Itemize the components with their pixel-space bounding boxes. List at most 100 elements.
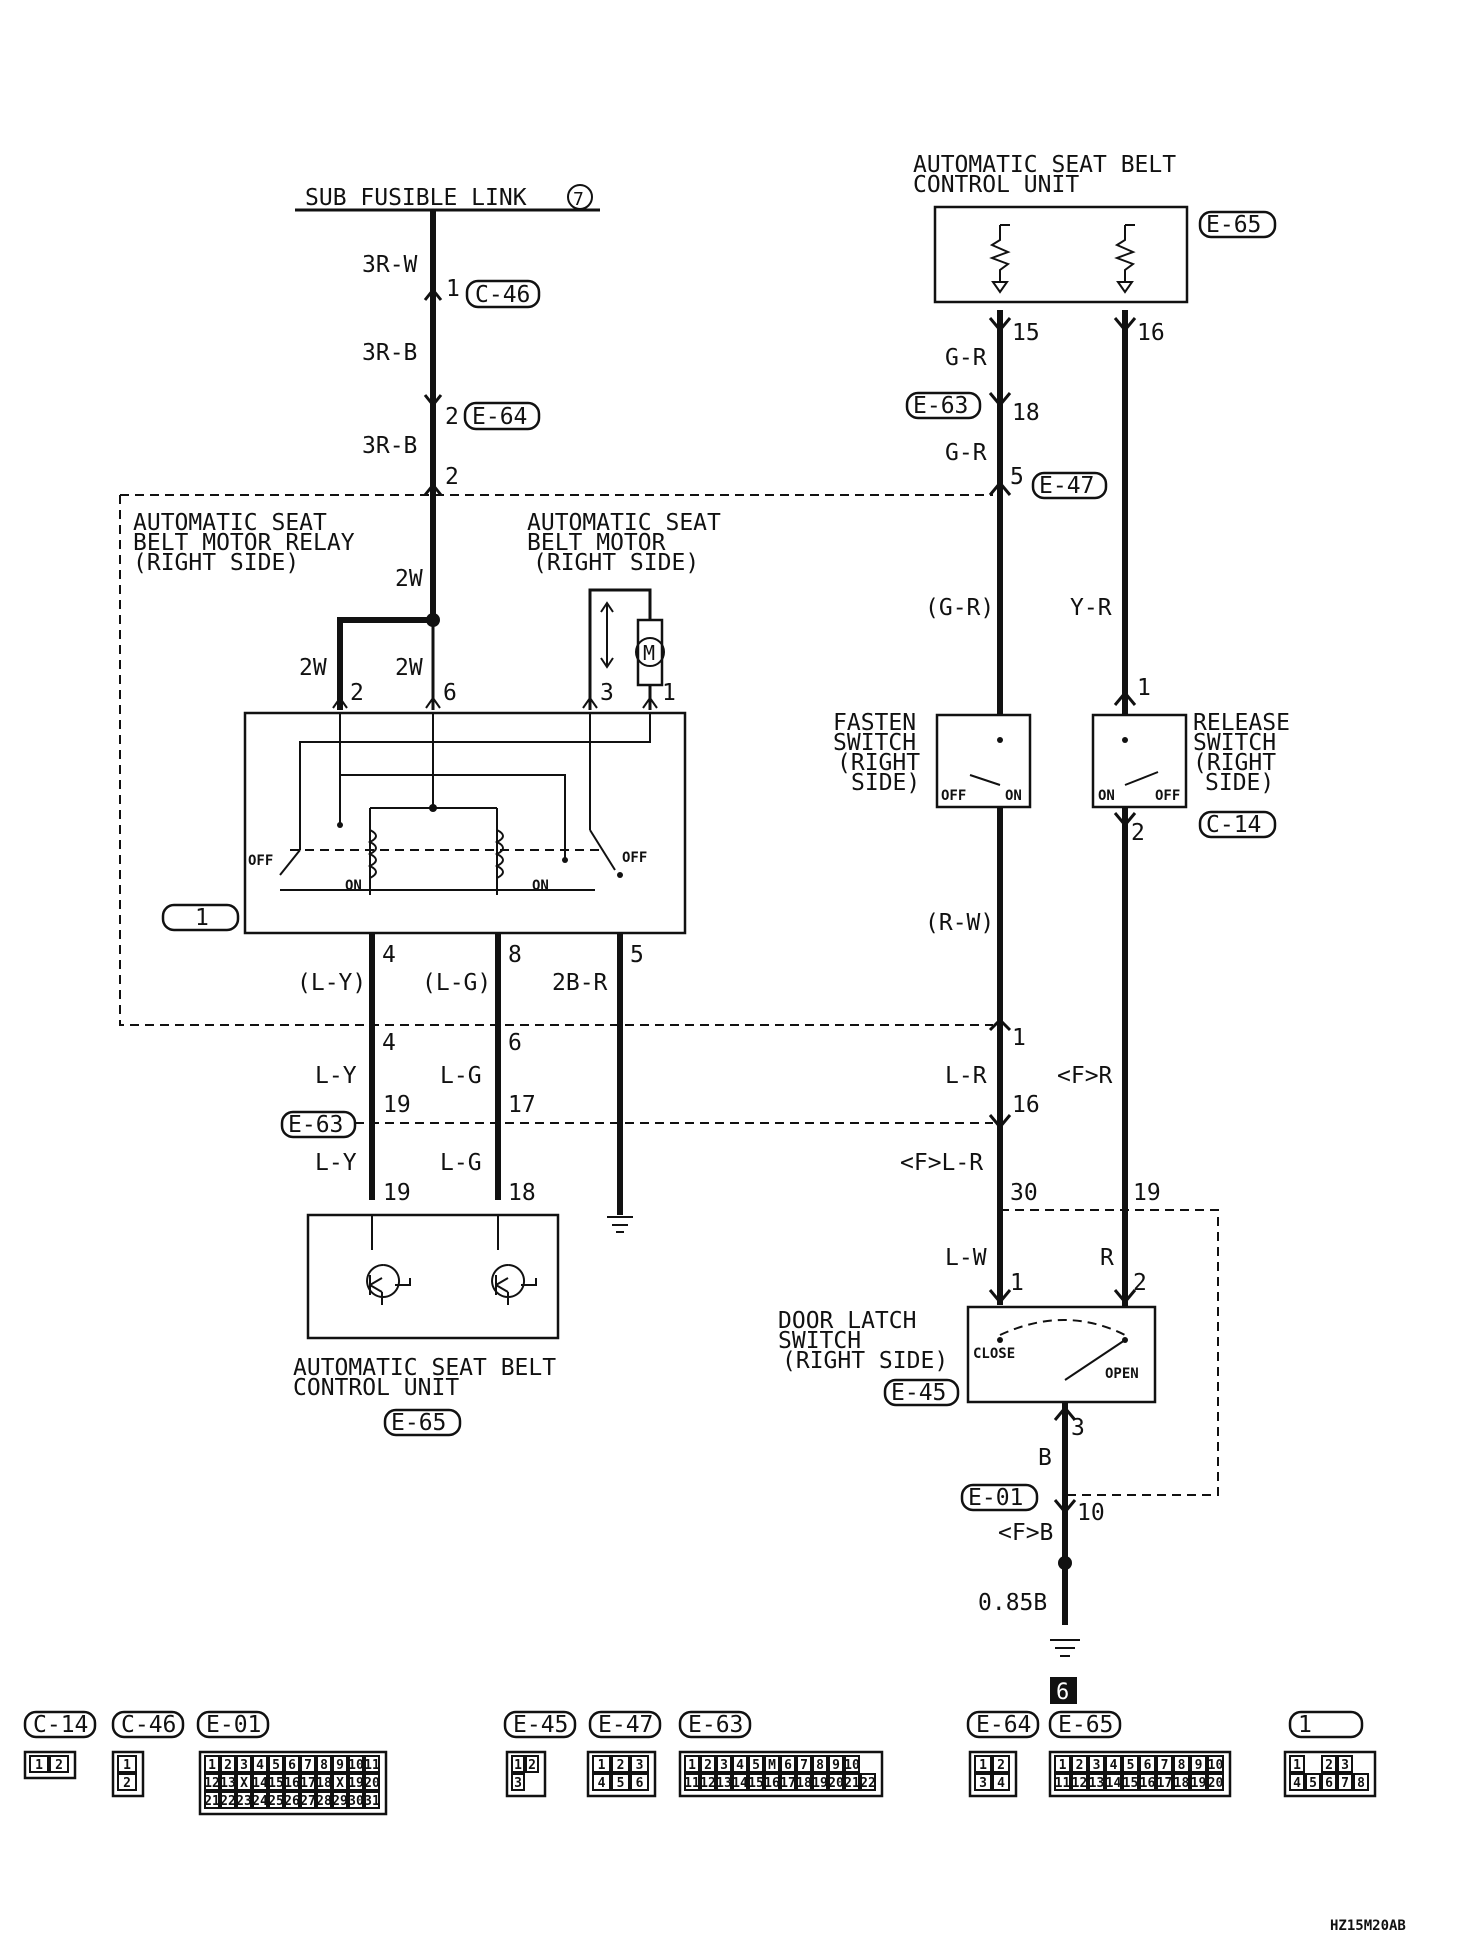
pin-label: 30 [1010, 1180, 1038, 1206]
legend-pin-number: 1 [598, 1758, 606, 1773]
branch-wire [337, 617, 433, 710]
release-off-label: OFF [1155, 788, 1180, 804]
pin-label: 2 [350, 680, 364, 706]
connector-tag-e65 [1198, 210, 1277, 239]
right-circuit: AUTOMATIC SEAT BELT CONTROL UNIT E-65 15… [778, 152, 1290, 1705]
legend-pin-number: 4 [598, 1776, 606, 1791]
legend-pin-cell [220, 1773, 236, 1791]
connector-arrow [1113, 1289, 1137, 1305]
door-latch-blade [1064, 1339, 1126, 1381]
wire-label-ly: (L-Y) [297, 970, 366, 996]
ground-symbol [607, 1216, 633, 1233]
legend-pin-number: 3 [720, 1758, 728, 1773]
legend-pin-number: 1 [35, 1758, 43, 1773]
transistor-left [366, 1215, 411, 1305]
legend-pin-cell [252, 1791, 268, 1809]
legend-pin-cell [511, 1755, 525, 1773]
legend-pin-number: 3 [1341, 1758, 1349, 1773]
legend-pin-cell [1289, 1755, 1305, 1773]
fasten-off-label: OFF [941, 788, 966, 804]
legend-pin-number: 18 [316, 1776, 332, 1791]
connector-arrow [988, 1289, 1012, 1305]
legend-pin-cell [348, 1755, 364, 1773]
connector-tag-label: C-14 [1206, 812, 1261, 838]
contact-dot [562, 857, 568, 863]
connector-tag-label: E-64 [472, 404, 527, 430]
legend-pin-number: 14 [1106, 1776, 1122, 1791]
connector-arrow [332, 696, 348, 709]
legend-tag [678, 1710, 752, 1739]
legend-pin-cell [796, 1773, 812, 1791]
legend-pin-number: 20 [828, 1776, 844, 1791]
legend-pin-number: 2 [1076, 1758, 1084, 1773]
pin-label: 19 [383, 1180, 411, 1206]
motor-symbol-circle [635, 637, 665, 667]
legend-pin-number: X [336, 1776, 344, 1791]
legend-pin-cell [284, 1791, 300, 1809]
legend-pin-cell [220, 1791, 236, 1809]
legend-pin-cell [117, 1755, 137, 1773]
release-switch-line2: SWITCH [1193, 730, 1276, 756]
legend-pin-number: 2 [123, 1776, 131, 1791]
legend-pin-cell [364, 1773, 380, 1791]
relay-off-label: OFF [622, 850, 647, 866]
connector-arrow [1053, 1499, 1077, 1515]
legend-pin-cell [1173, 1755, 1190, 1773]
release-switch-line4: SIDE) [1205, 770, 1274, 796]
legend-tag [23, 1710, 97, 1739]
legend-pin-number: 3 [514, 1776, 522, 1791]
pullup-resistor-right [1114, 224, 1136, 294]
legend-connector-face [198, 1750, 388, 1816]
legend-pin-cell [992, 1755, 1010, 1773]
door-latch-close-label: CLOSE [973, 1346, 1015, 1362]
legend-pin-cell [236, 1791, 252, 1809]
wire-label-lw: L-W [945, 1245, 987, 1271]
legend-pin-cell [992, 1773, 1010, 1791]
relay-coil-left [367, 829, 377, 879]
wire-label-b: B [1038, 1445, 1052, 1471]
wire-label-085b: 0.85B [978, 1590, 1047, 1616]
wire-label-2w: 2W [299, 655, 327, 681]
legend-pin-number: 4 [1110, 1758, 1118, 1773]
legend-pin-number: 2 [224, 1758, 232, 1773]
legend-pin-cell [1173, 1773, 1190, 1791]
connector-arrow [423, 482, 443, 496]
legend-pin-number: 17 [300, 1776, 316, 1791]
relay-coil-right [494, 829, 504, 879]
legend-pin-number: 13 [716, 1776, 732, 1791]
legend-pin-cell [316, 1755, 332, 1773]
pin-label: 1 [662, 680, 676, 706]
connector-arrow [1053, 1405, 1077, 1421]
control-unit-top-line2: CONTROL UNIT [913, 172, 1079, 198]
legend-pin-number: 30 [348, 1794, 364, 1809]
door-harness-outline [1000, 1209, 1219, 1496]
legend-pin-number: 7 [1341, 1776, 1349, 1791]
legend-pin-number: 22 [220, 1794, 236, 1809]
legend-pin-cell [748, 1755, 764, 1773]
legend-tag-label: 1 [1298, 1712, 1312, 1738]
legend-pin-number: 6 [784, 1758, 792, 1773]
legend-pin-number: X [240, 1776, 248, 1791]
legend-pin-number: 5 [1309, 1776, 1317, 1791]
wire-label-ly: L-Y [315, 1150, 357, 1176]
legend-pin-number: 10 [844, 1758, 860, 1773]
arrow-head [600, 601, 614, 669]
release-switch-blade [1124, 771, 1159, 786]
wire-label-yr: Y-R [1070, 595, 1112, 621]
legend-pin-number: 28 [316, 1794, 332, 1809]
relay-contact-left [279, 849, 301, 876]
connector-tag-e63 [905, 391, 982, 420]
release-switch-line3: (RIGHT [1193, 750, 1276, 776]
legend-tag-label: E-47 [598, 1712, 653, 1738]
wire-label-fr: <F>R [1057, 1063, 1113, 1089]
legend-pin-number: 2 [997, 1758, 1005, 1773]
legend-pin-cell [204, 1773, 220, 1791]
legend-pin-cell [332, 1773, 348, 1791]
relay-harness-outline [119, 494, 993, 1026]
wire-label-lg: L-G [440, 1063, 482, 1089]
legend-pin-number: 19 [1191, 1776, 1207, 1791]
legend-pin-number: 9 [1195, 1758, 1203, 1773]
motor-body [636, 618, 664, 687]
